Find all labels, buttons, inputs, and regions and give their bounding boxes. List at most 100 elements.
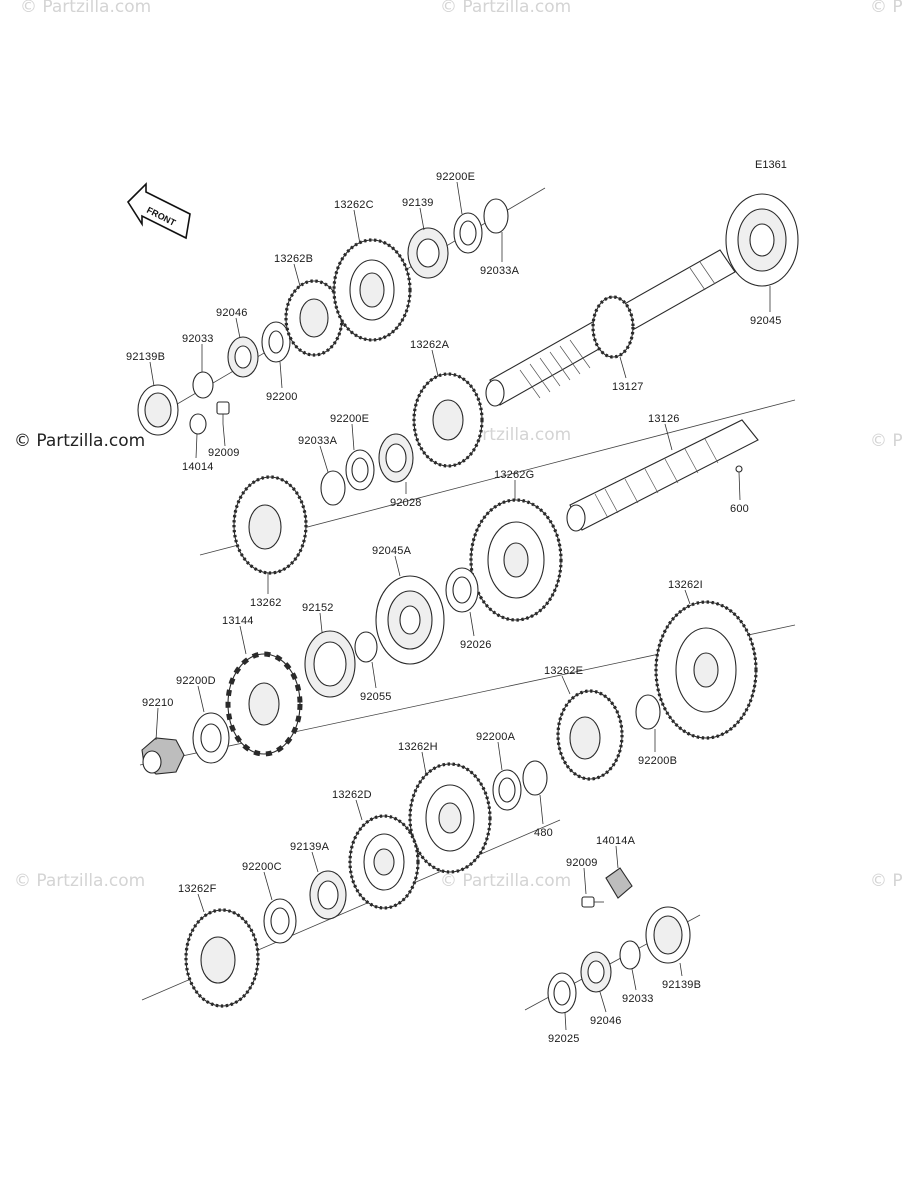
gear-13262h-icon <box>408 762 492 874</box>
washer-92200a-icon <box>492 769 522 811</box>
gear-13262i-icon <box>654 600 758 740</box>
part-label: 92055 <box>360 691 392 703</box>
part-label: 92028 <box>390 497 422 509</box>
watermark-top-right: © P <box>870 0 903 17</box>
snap-ring-92033-left-icon <box>192 371 214 399</box>
part-label: 92152 <box>302 602 334 614</box>
washer-92200e-upper-icon <box>453 212 483 254</box>
part-label: 92200B <box>638 755 677 767</box>
part-label: 92200E <box>330 413 369 425</box>
washer-92200-icon <box>261 321 291 363</box>
o-ring-92055-icon <box>354 631 378 663</box>
part-label: 92200E <box>436 171 475 183</box>
watermark-lower-left: © Partzilla.com <box>14 871 145 891</box>
part-label: 13262D <box>332 789 372 801</box>
watermark-lower-center: © Partzilla.com <box>440 871 571 891</box>
leader-lines <box>149 181 771 1031</box>
bearing-92139a-icon <box>309 870 347 920</box>
part-label: 92033A <box>480 265 520 277</box>
washer-92200e-middle-icon <box>345 449 375 491</box>
washer-92026-icon <box>445 567 479 613</box>
part-label: 13262B <box>274 253 313 265</box>
reference-code: E1361 <box>755 159 787 171</box>
bolt-92009-right-icon <box>581 896 604 908</box>
shaft-13127-icon <box>485 249 736 407</box>
ball-600-icon <box>735 465 743 473</box>
watermark-top-center: © Partzilla.com <box>440 0 571 17</box>
part-label: 13262C <box>334 199 374 211</box>
bolt-92009-left-icon <box>216 401 230 424</box>
part-label: 92139B <box>126 351 165 363</box>
gear-13262g-icon <box>469 498 563 622</box>
part-label: 14014A <box>596 835 636 847</box>
part-label: 600 <box>730 503 749 515</box>
needle-bearing-92046-left-icon <box>227 336 259 378</box>
washer-92200d-icon <box>192 712 230 764</box>
ring-480-icon <box>522 760 548 796</box>
part-label: 92033 <box>182 333 214 345</box>
needle-bearing-92046-right-icon <box>580 951 612 993</box>
part-label: 13144 <box>222 615 254 627</box>
collar-92152-icon <box>304 630 356 698</box>
bearing-92139-icon <box>407 227 449 279</box>
part-label: 14014 <box>182 461 214 473</box>
part-label: 13126 <box>648 413 680 425</box>
part-label: 92200A <box>476 731 516 743</box>
shaft-13126-icon <box>566 419 759 532</box>
watermark-middle-left: © Partzilla.com <box>14 431 145 451</box>
part-label: 92033A <box>298 435 338 447</box>
sprocket-13144-icon <box>225 651 303 757</box>
gear-13262-icon <box>232 475 308 575</box>
part-label: 13262A <box>410 339 450 351</box>
nut-92210-icon <box>141 737 185 775</box>
watermark-top-left: © Partzilla.com <box>20 0 151 17</box>
part-label: 92200D <box>176 675 216 687</box>
gear-13262d-icon <box>348 814 420 910</box>
part-label: 92045A <box>372 545 412 557</box>
plate-14014-icon <box>189 413 207 435</box>
washer-92200b-icon <box>635 694 661 730</box>
part-label: 13262E <box>544 665 583 677</box>
part-label: 92025 <box>548 1033 580 1045</box>
part-label: 13262G <box>494 469 534 481</box>
part-label: 480 <box>534 827 553 839</box>
part-label: 92139A <box>290 841 330 853</box>
gear-13262e-icon <box>556 689 624 781</box>
part-label: 92045 <box>750 315 782 327</box>
part-label: 13262I <box>668 579 703 591</box>
part-label: 13262H <box>398 741 438 753</box>
watermark-middle-right: © P <box>870 431 903 451</box>
part-label: 92200 <box>266 391 298 403</box>
plate-14014a-icon <box>605 867 633 899</box>
bearing-92045a-icon <box>375 575 445 665</box>
part-label: 92046 <box>216 307 248 319</box>
part-label: 92200C <box>242 861 282 873</box>
watermark-lower-right: © P <box>870 871 903 891</box>
part-label: 92139B <box>662 979 701 991</box>
part-label: 13262 <box>250 597 282 609</box>
bearing-92139b-left-icon <box>137 384 179 436</box>
bearing-92045-icon <box>725 193 799 287</box>
part-label: 92009 <box>566 857 598 869</box>
bearing-92139b-right-icon <box>645 906 691 964</box>
collar-92028-icon <box>378 433 414 483</box>
part-label: 13127 <box>612 381 644 393</box>
snap-ring-92033a-upper-icon <box>483 198 509 234</box>
part-label: 92139 <box>402 197 434 209</box>
part-label: 92033 <box>622 993 654 1005</box>
gear-13262b-icon <box>284 279 344 357</box>
front-arrow-icon: FRONT <box>126 182 191 240</box>
gear-13262a-icon <box>412 372 484 468</box>
snap-ring-92033a-middle-icon <box>320 470 346 506</box>
washer-92200c-icon <box>263 898 297 944</box>
part-labels: 92200E 13262C 92139 92033A 13262B 92046 … <box>126 171 782 1045</box>
gear-13262c-icon <box>332 238 412 342</box>
part-label: 92009 <box>208 447 240 459</box>
washer-92025-icon <box>547 972 577 1014</box>
part-label: 92210 <box>142 697 174 709</box>
part-label: 92046 <box>590 1015 622 1027</box>
snap-ring-92033-right-icon <box>619 940 641 970</box>
gear-13262f-icon <box>184 908 260 1008</box>
